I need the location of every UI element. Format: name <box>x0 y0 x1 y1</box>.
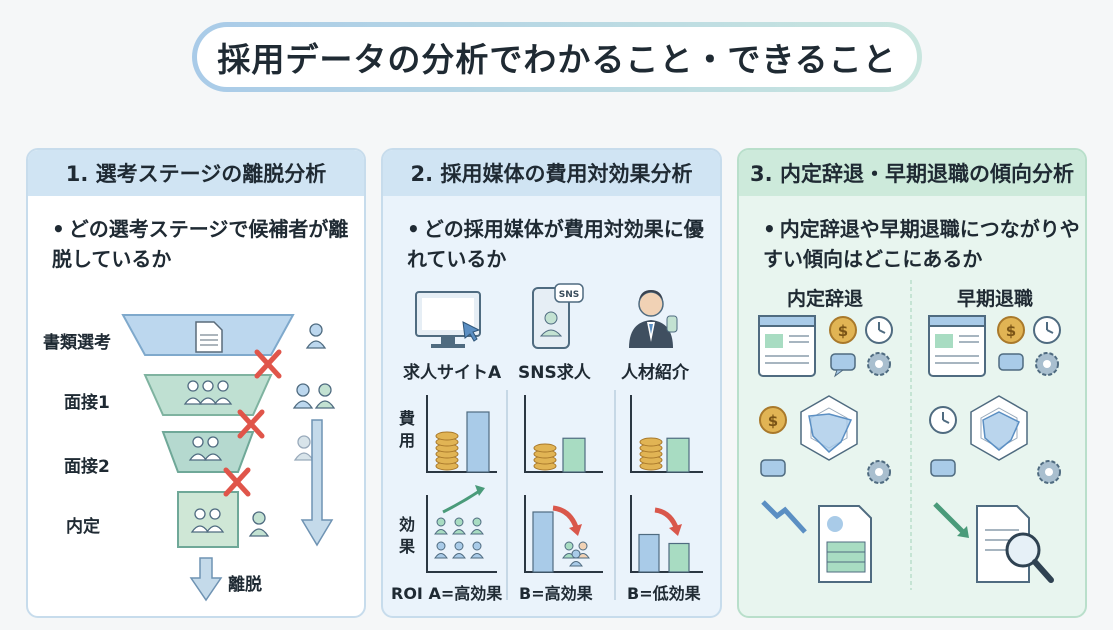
document-icon <box>195 321 223 353</box>
roi-label: ROI A=高効果 <box>391 584 503 603</box>
media-label: 求人サイトA <box>403 363 502 383</box>
page-title: 採用データの分析でわかること・できること <box>197 27 917 87</box>
panel-heading: 2. 採用媒体の費用対効果分析 <box>383 150 720 196</box>
cost-bar <box>666 437 690 473</box>
svg-text:$: $ <box>838 322 848 340</box>
dashboard-icon <box>758 315 816 377</box>
dropout-x-marks <box>223 349 282 497</box>
people-grid-icon <box>434 517 484 559</box>
coin-icon: $ <box>759 406 787 434</box>
clock-icon <box>929 406 957 434</box>
trend-up-arrow <box>442 488 482 514</box>
cost-bar <box>466 411 490 473</box>
dropout-people-icons <box>248 323 336 537</box>
people-icon-group-3 <box>190 508 225 533</box>
column-label: 内定辞退 <box>787 288 864 310</box>
clock-icon <box>1033 316 1061 344</box>
panel-trend-analysis: 3. 内定辞退・早期退職の傾向分析 •内定辞退や早期退職につながりやすい傾向はど… <box>737 148 1087 618</box>
trend-arrow <box>933 502 965 534</box>
gear-icon <box>1037 460 1061 484</box>
chat-icon <box>760 459 786 477</box>
bullet-text: どの採用媒体が費用対効果に優れているか <box>407 217 704 271</box>
gear-icon <box>867 352 891 376</box>
people-icon-group-1 <box>183 380 233 405</box>
roi-label: B=低効果 <box>627 584 701 603</box>
panel-bullet: •どの採用媒体が費用対効果に優れているか <box>407 217 704 271</box>
radar-chart-icon <box>800 395 858 461</box>
row-label-effect: 効果 <box>399 515 416 556</box>
coin-icon: $ <box>997 316 1025 344</box>
svg-text:$: $ <box>1006 322 1016 340</box>
sns-badge-text: SNS <box>559 290 580 300</box>
coin-stack-icons <box>435 431 663 471</box>
trend-diagram: $ $ $ <box>758 280 1061 590</box>
media-label: 人材紹介 <box>621 363 689 383</box>
stage-label: 面接2 <box>64 457 110 477</box>
report-magnifier-icon <box>976 505 1054 583</box>
monitor-icon <box>415 291 481 348</box>
panel-heading: 1. 選考ステージの離脱分析 <box>28 150 364 196</box>
panel-bullet: •どの選考ステージで候補者が離脱しているか <box>52 217 349 271</box>
dropout-arrow <box>189 557 223 602</box>
effect-bar <box>532 511 554 573</box>
dropout-label: 離脱 <box>228 575 262 595</box>
media-comparison-diagram: SNS <box>415 283 703 600</box>
chat-icon <box>998 353 1024 371</box>
panel-bullet: •内定辞退や早期退職につながりやすい傾向はどこにあるか <box>763 217 1080 271</box>
trend-down-arrow <box>761 500 807 534</box>
gear-icon <box>867 460 891 484</box>
recruiter-icon <box>629 290 678 348</box>
column-label: 早期退職 <box>957 288 1034 310</box>
panel-heading: 3. 内定辞退・早期退職の傾向分析 <box>739 150 1085 196</box>
panel-media-cost-effectiveness: 2. 採用媒体の費用対効果分析 •どの採用媒体が費用対効果に優れているか SNS <box>381 148 722 618</box>
stage-label: 書類選考 <box>43 333 111 353</box>
panel-dropout-analysis: 1. 選考ステージの離脱分析 •どの選考ステージで候補者が離脱しているか <box>26 148 366 618</box>
cost-bar <box>562 437 586 473</box>
effect-bar <box>668 542 690 573</box>
report-icon <box>818 505 872 583</box>
down-arrow-right <box>300 419 334 547</box>
clock-icon <box>865 316 893 344</box>
bullet-text: どの選考ステージで候補者が離脱しているか <box>52 217 349 271</box>
funnel-layer-4 <box>177 491 239 548</box>
radar-chart-icon <box>970 395 1028 461</box>
stage-label: 面接1 <box>64 393 110 413</box>
funnel-layer-3 <box>161 431 255 473</box>
bullet-text: 内定辞退や早期退職につながりやすい傾向はどこにあるか <box>763 217 1080 271</box>
chat-icon <box>930 459 956 477</box>
svg-text:$: $ <box>768 412 778 430</box>
funnel-diagram <box>121 314 336 602</box>
phone-icon: SNS <box>532 283 584 349</box>
funnel-layer-2 <box>143 374 273 416</box>
coin-icon: $ <box>829 316 857 344</box>
effect-bar <box>638 533 660 573</box>
dashboard-icon <box>928 315 986 377</box>
chat-icon <box>830 353 856 378</box>
row-label-cost: 費用 <box>399 409 416 450</box>
stage-label: 内定 <box>66 517 100 537</box>
gear-icon <box>1035 352 1059 376</box>
title-banner: 採用データの分析でわかること・できること <box>192 22 922 92</box>
media-label: SNS求人 <box>518 363 591 383</box>
people-icon-group-2 <box>188 436 223 461</box>
roi-label: B=高効果 <box>519 584 593 603</box>
people-small-icon <box>562 541 590 567</box>
